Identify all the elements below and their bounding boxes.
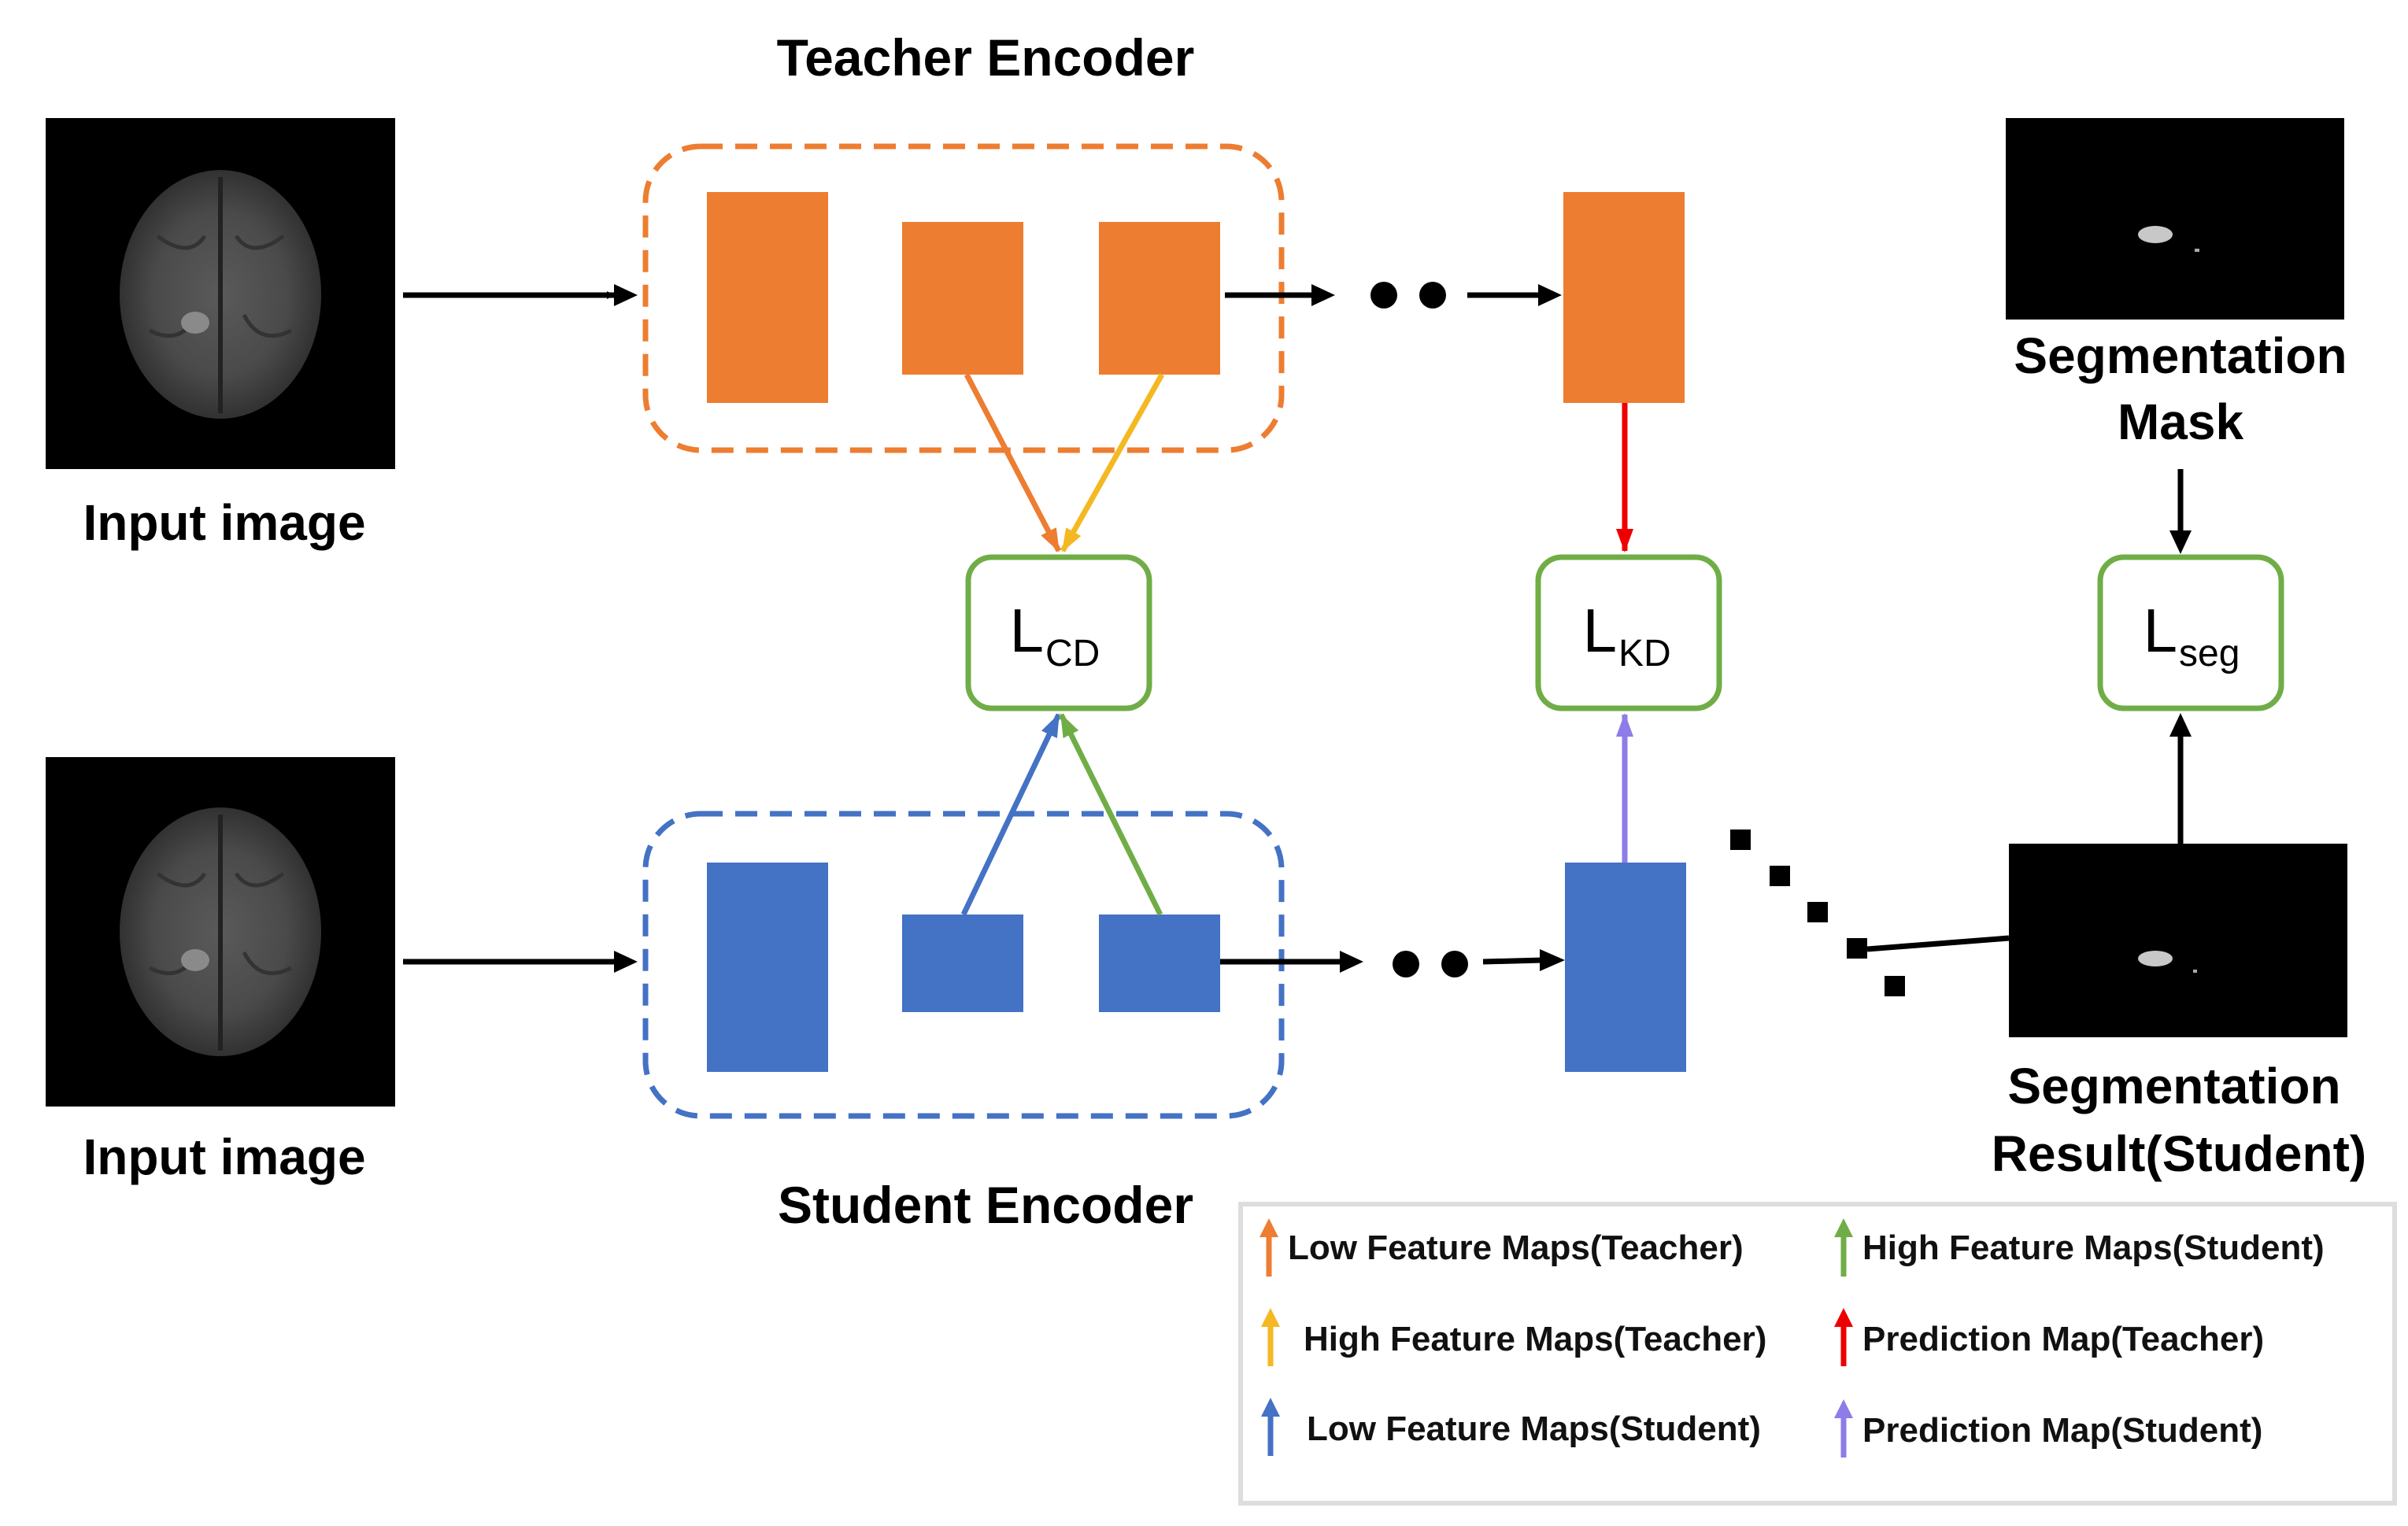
legend-label-low-feature-teacher: Low Feature Maps(Teacher) [1288,1229,1744,1267]
student-ellipsis-dot-1 [1393,951,1419,977]
svg-text:CD: CD [1045,633,1100,674]
legend: Low Feature Maps(Teacher) High Feature M… [1238,1202,2397,1506]
arrowhead-student-prediction [1540,949,1565,971]
arrowhead-teacher-dots [1311,284,1335,306]
input-image-top-caption: Input image [83,494,365,551]
arrow-high-feature-teacher [1060,373,1165,552]
student-encoder-title: Student Encoder [778,1176,1193,1234]
arrowhead-teacher-prediction [1538,284,1562,306]
student-ellipsis-dot-2 [1441,951,1468,977]
legend-label-prediction-teacher: Prediction Map(Teacher) [1862,1320,2264,1358]
segmentation-result-caption-line1: Segmentation [2007,1058,2340,1114]
arrow-low-feature-student [960,713,1062,916]
legend-item-prediction-student: Prediction Map(Student) [1834,1399,2262,1458]
legend-item-prediction-teacher: Prediction Map(Teacher) [1834,1308,2264,1366]
arrowhead-mask-lseg [2169,530,2192,554]
line-to-segmentation-result [1866,935,2010,952]
loss-kd-box: L KD [1535,554,1722,711]
student-block-2 [902,914,1023,1012]
svg-text:L: L [2144,596,2177,665]
decoder-ellipsis-square-5 [1885,976,1905,996]
arrow-high-feature-student [1058,713,1163,916]
loss-cd-symbol: L [1010,596,1044,665]
teacher-block-3 [1099,222,1220,375]
decoder-ellipsis-square-2 [1770,866,1790,886]
teacher-encoder-box [642,143,1285,453]
svg-text:seg: seg [2179,633,2240,674]
student-encoder-box [642,811,1285,1119]
teacher-block-2 [902,222,1023,375]
input-image-top [46,118,395,469]
arrowhead-student-dots [1340,951,1363,973]
arrowhead-input-student [614,951,638,973]
loss-cd-box: L CD [965,554,1152,711]
decoder-ellipsis-square-1 [1730,830,1751,850]
legend-label-prediction-student: Prediction Map(Student) [1862,1411,2262,1450]
loss-seg-subscript: seg [2179,633,2240,674]
teacher-ellipsis-dot-1 [1370,282,1397,309]
loss-kd-subscript: KD [1618,633,1671,674]
teacher-ellipsis-dot-2 [1419,282,1446,309]
segmentation-mask-image [2006,118,2344,320]
loss-cd-subscript: CD [1045,633,1100,674]
teacher-prediction-block [1563,192,1685,403]
legend-label-low-feature-student: Low Feature Maps(Student) [1307,1410,1761,1448]
segmentation-mask-caption-line2: Mask [2118,394,2244,450]
teacher-block-1 [707,192,828,403]
input-image-bottom-caption: Input image [83,1129,365,1185]
student-block-1 [707,863,828,1072]
arrow-dots-to-student-prediction [1482,957,1544,965]
input-image-bottom [46,757,395,1107]
arrowhead-input-teacher [614,284,638,306]
segmentation-mask-caption-line1: Segmentation [2014,327,2347,384]
segmentation-result-caption-line2: Result(Student) [1992,1125,2366,1182]
decoder-ellipsis-square-3 [1807,902,1828,922]
legend-label-high-feature-student: High Feature Maps(Student) [1862,1229,2325,1267]
legend-item-high-feature-student: High Feature Maps(Student) [1834,1218,2325,1277]
loss-seg-box: L seg [2097,554,2284,711]
svg-text:L: L [1010,596,1044,665]
segmentation-result-image [2009,844,2347,1037]
student-block-3 [1099,914,1220,1012]
legend-label-high-feature-teacher: High Feature Maps(Teacher) [1304,1320,1766,1358]
svg-text:KD: KD [1618,633,1671,674]
legend-item-high-feature-teacher: High Feature Maps(Teacher) [1261,1308,1766,1366]
legend-item-low-feature-student: Low Feature Maps(Student) [1261,1398,1761,1456]
loss-seg-symbol: L [2144,596,2177,665]
legend-box [1238,1202,2397,1506]
legend-item-low-feature-teacher: Low Feature Maps(Teacher) [1259,1218,1744,1277]
arrowhead-result-lseg [2169,713,2192,737]
loss-kd-symbol: L [1583,596,1617,665]
decoder-ellipsis-square-4 [1847,938,1867,959]
student-prediction-block [1565,863,1686,1072]
svg-text:L: L [1583,596,1617,665]
teacher-encoder-title: Teacher Encoder [777,28,1195,87]
arrow-low-feature-teacher [964,373,1062,552]
